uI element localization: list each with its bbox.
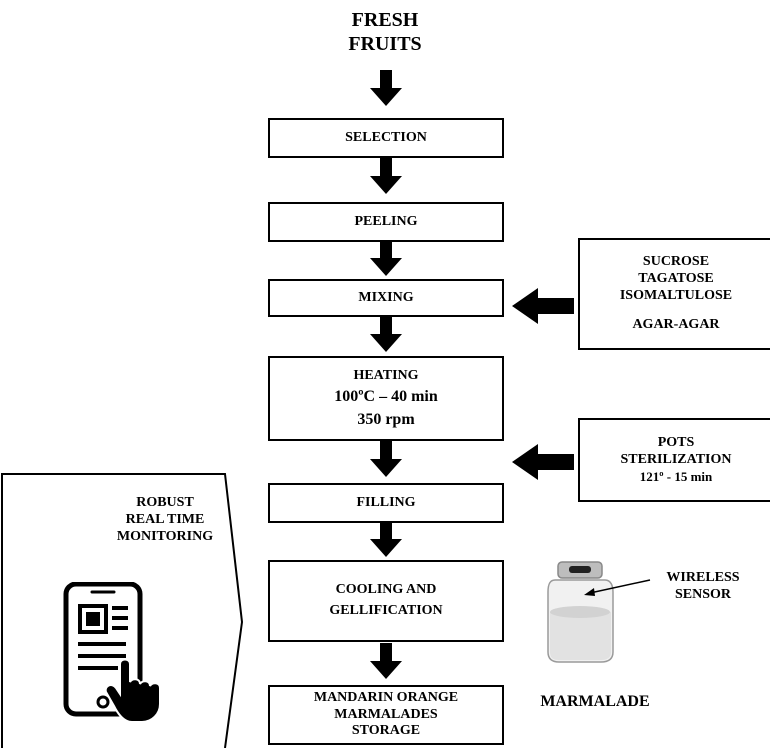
step-label-line-2: MARMALADES (334, 706, 438, 722)
arrow-down-icon (370, 643, 402, 679)
monitoring-title-line-3: MONITORING (116, 528, 214, 544)
sensor-pointer-arrow (584, 579, 651, 596)
step-label: PEELING (354, 213, 418, 229)
step-label-line-1: MANDARIN ORANGE (313, 689, 459, 705)
arrow-down-icon (370, 316, 402, 352)
input-pots-sterilization: POTS STERILIZATION 121º - 15 min (578, 418, 770, 502)
arrow-down-icon (370, 70, 402, 106)
arrow-down-icon (370, 240, 402, 276)
pots-sterilization-label: STERILIZATION (620, 452, 732, 468)
marmalade-jar-icon (547, 561, 614, 663)
ingredient-agar-agar: AGAR-AGAR (632, 316, 720, 332)
step-peeling: PEELING (268, 202, 504, 242)
start-label-line-2: FRUITS (348, 33, 422, 55)
ingredient-isomaltulose: ISOMALTULOSE (619, 288, 733, 303)
start-label: FRESH FRUITS (330, 8, 440, 56)
pots-label: POTS (657, 435, 695, 451)
sensor-label-line-2: SENSOR (674, 586, 732, 602)
step-detail-speed: 350 rpm (357, 410, 415, 428)
arrow-down-icon (370, 521, 402, 557)
step-cooling: COOLING AND GELLIFICATION (268, 560, 504, 642)
ingredient-tagatose: TAGATOSE (638, 271, 714, 287)
start-label-line-1: FRESH (351, 9, 419, 31)
arrow-left-icon (512, 288, 574, 324)
step-label: SELECTION (345, 129, 427, 145)
step-label-line-1: COOLING AND (335, 582, 437, 598)
input-ingredients: SUCROSE TAGATOSE ISOMALTULOSE AGAR-AGAR (578, 238, 770, 350)
smartphone-touch-icon (63, 582, 161, 722)
monitoring-panel (1, 473, 244, 748)
step-storage: MANDARIN ORANGE MARMALADES STORAGE (268, 685, 504, 745)
step-detail-temperature: 100ºC – 40 min (334, 387, 438, 405)
step-filling: FILLING (268, 483, 504, 523)
step-label-line-3: STORAGE (351, 723, 421, 739)
ingredient-sucrose: SUCROSE (642, 254, 710, 270)
sensor-label-line-1: WIRELESS (666, 570, 740, 585)
monitoring-title: ROBUST REAL TIME MONITORING (90, 495, 240, 545)
monitoring-title-line-1: ROBUST (136, 495, 194, 510)
step-mixing: MIXING (268, 279, 504, 317)
step-heating: HEATING 100ºC – 40 min 350 rpm (268, 356, 504, 441)
arrow-left-icon (512, 444, 574, 480)
sensor-label: WIRELESS SENSOR (648, 570, 758, 604)
pots-condition: 121º - 15 min (639, 469, 713, 484)
step-label: MIXING (358, 289, 414, 305)
product-label-text: MARMALADE (540, 693, 650, 710)
arrow-down-icon (370, 158, 402, 194)
step-selection: SELECTION (268, 118, 504, 158)
monitoring-title-line-2: REAL TIME (125, 511, 205, 527)
step-label: FILLING (356, 494, 416, 510)
product-label: MARMALADE (520, 692, 670, 711)
arrow-down-icon (370, 441, 402, 477)
step-label-line-2: GELLIFICATION (329, 603, 443, 618)
step-label: HEATING (353, 367, 419, 383)
